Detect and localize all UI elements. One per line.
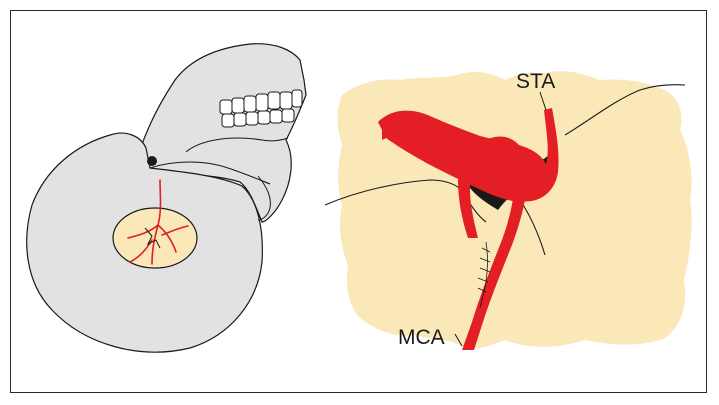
mca-label: MCA [398,326,445,349]
anastomosis-illustration [325,71,692,350]
skull-illustration [27,44,306,352]
sta-label: STA [516,70,555,93]
ear-canal [147,156,157,166]
